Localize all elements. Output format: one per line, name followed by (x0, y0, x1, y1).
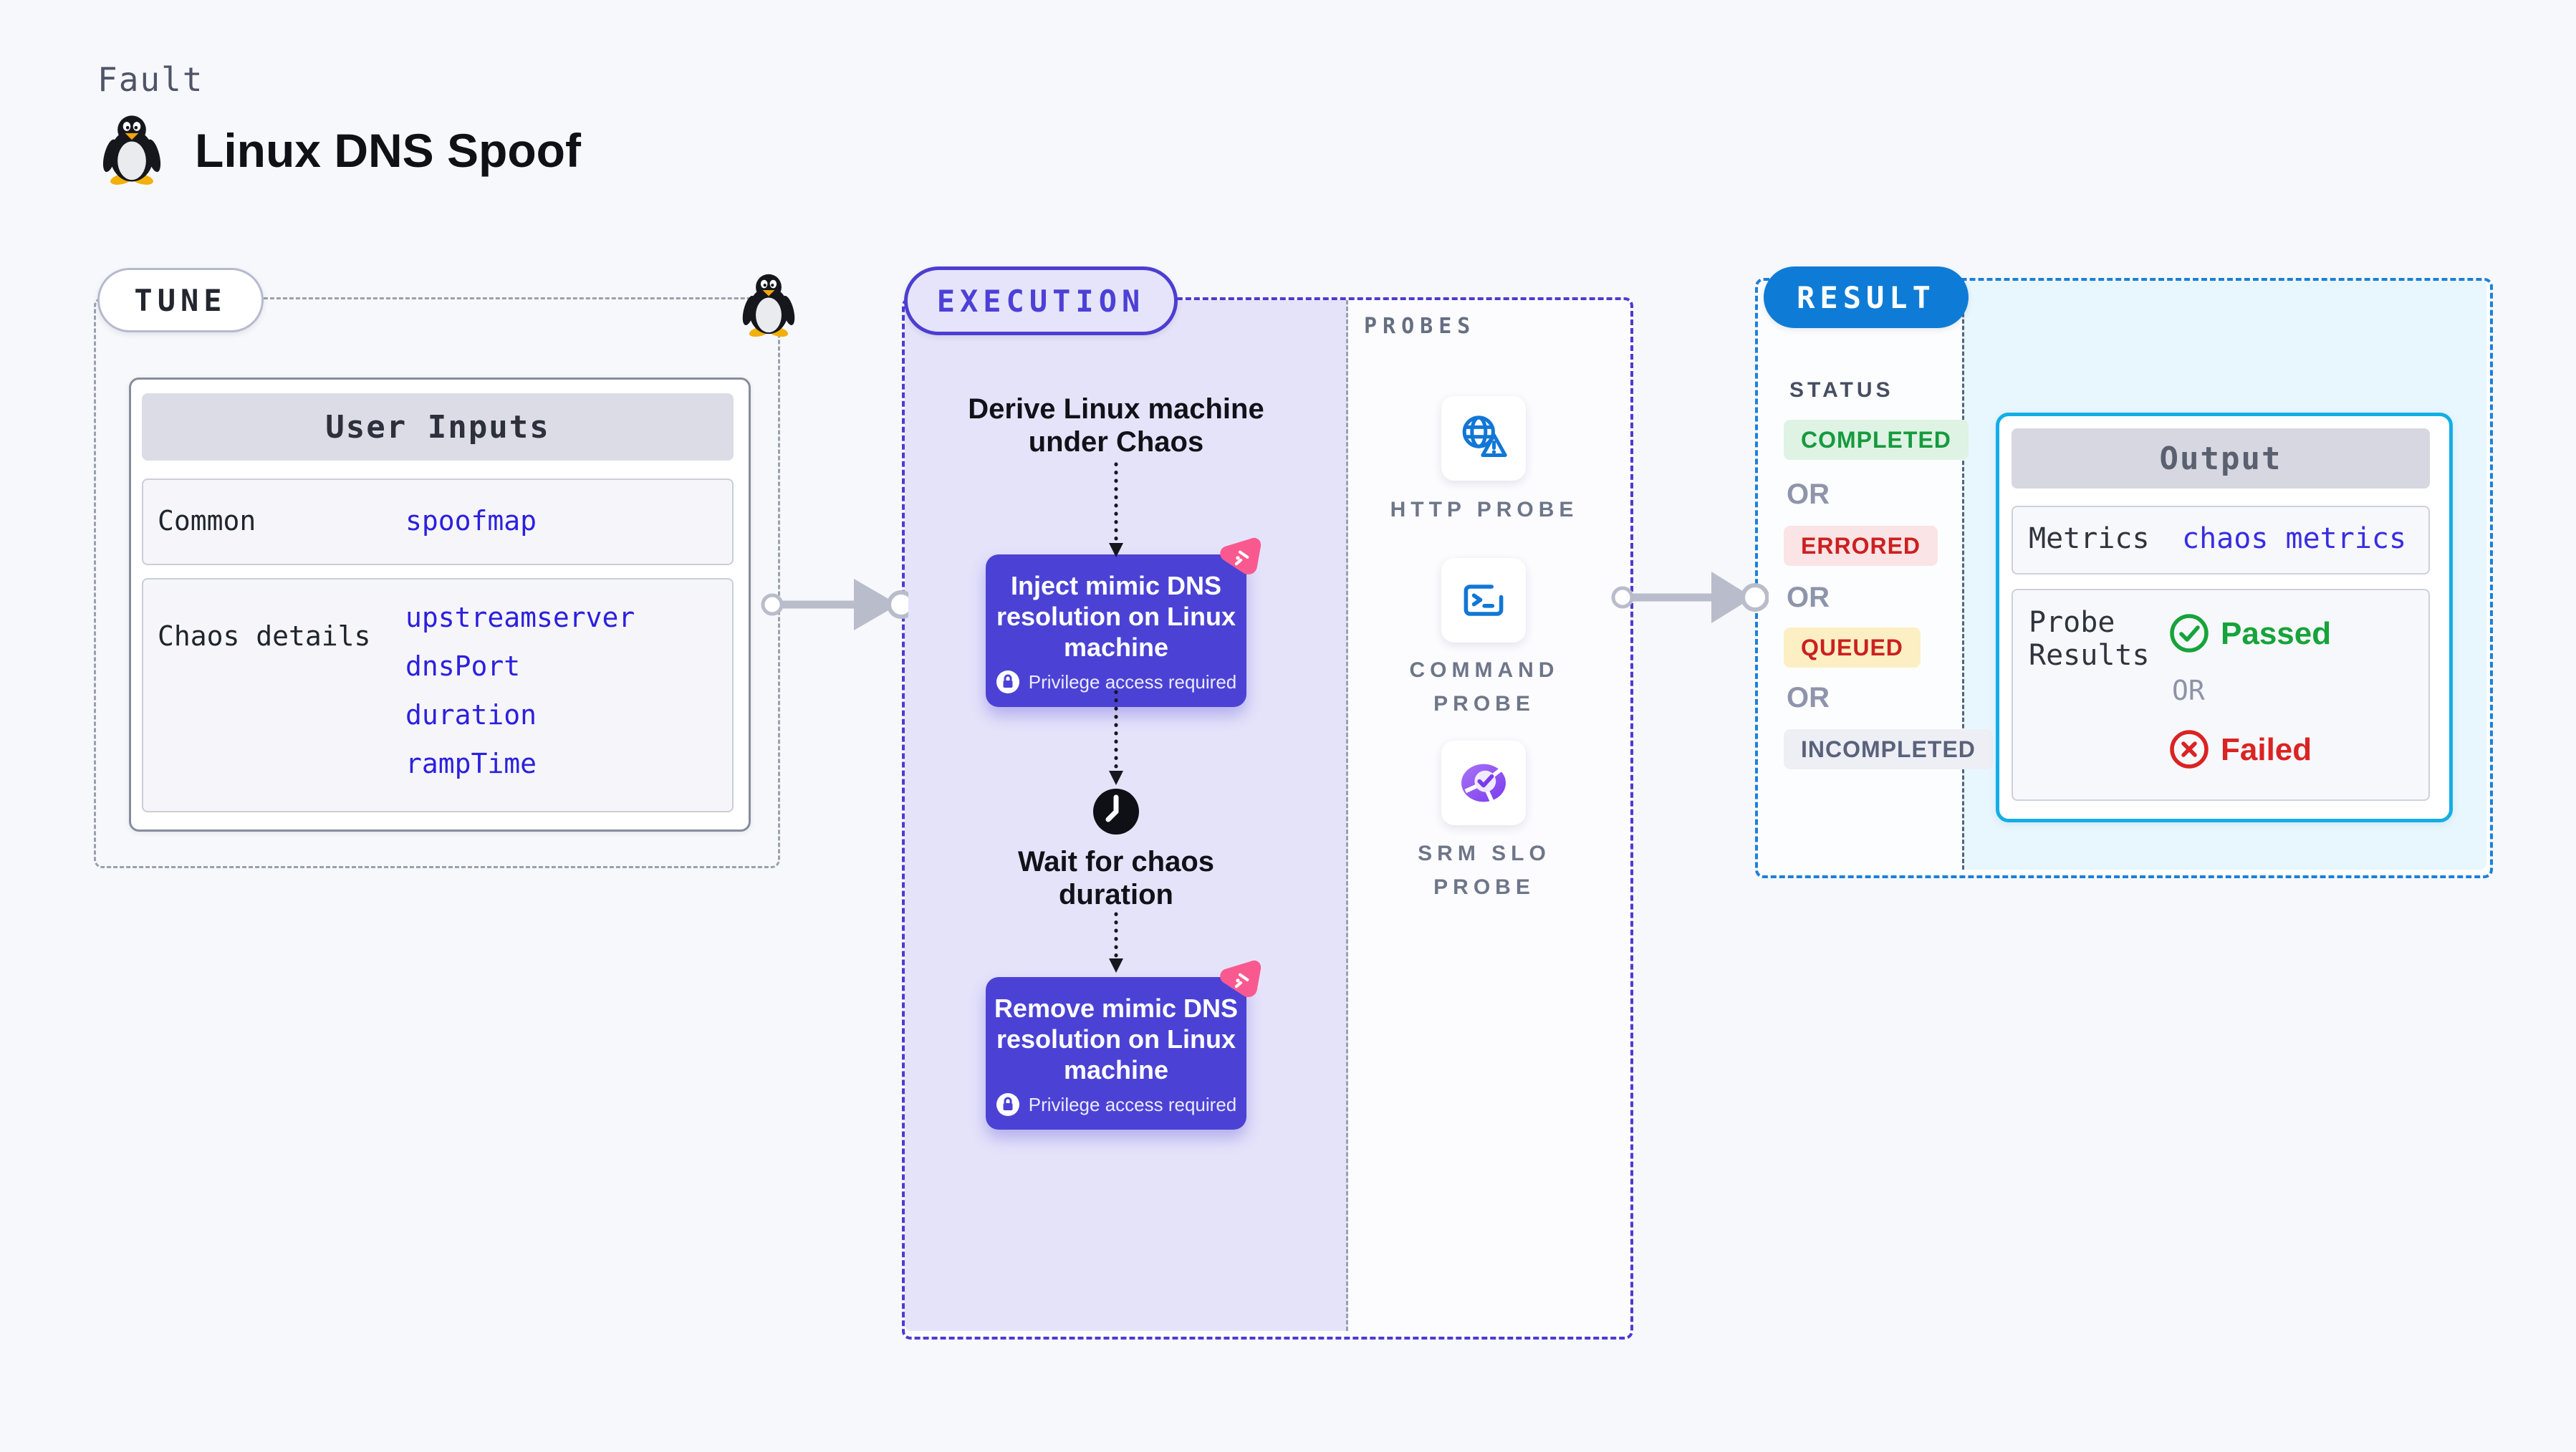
linux-penguin-icon (102, 115, 161, 185)
tune-section (94, 297, 780, 868)
flow-arrow-down-icon (1109, 912, 1123, 973)
flow-arrow-down-icon (1109, 690, 1123, 785)
tune-section-label: TUNE (97, 268, 264, 332)
user-inputs-title: User Inputs (142, 393, 734, 461)
privilege-note: Privilege access required (1028, 1093, 1237, 1115)
http-probe-label: HTTP PROBE (1390, 498, 1579, 521)
status-column-label: STATUS (1789, 378, 1894, 402)
privilege-note: Privilege access required (1028, 670, 1237, 693)
derive-step-text: Derive Linux machine under Chaos (968, 393, 1264, 458)
status-or-label: OR (1787, 582, 1830, 613)
user-inputs-row-common (142, 479, 734, 565)
globe-alert-icon (1462, 415, 1507, 457)
status-badge-errored: ERRORED (1784, 526, 1938, 566)
connector-arrow-execution-to-result (1611, 572, 1769, 623)
result-section-label: RESULT (1764, 266, 1969, 328)
fault-category-label: Fault (97, 60, 204, 99)
flow-arrow-down-icon (1109, 462, 1123, 557)
srm-slo-probe-label: SRM SLO PROBE (1418, 842, 1551, 899)
status-badge-completed: COMPLETED (1784, 420, 1969, 460)
status-or-label: OR (1787, 479, 1830, 510)
row-value-dnsport: dnsPort (405, 650, 521, 682)
chaos-hub-icon (1220, 960, 1261, 997)
metrics-row (2012, 506, 2430, 574)
probe-results-row (2012, 589, 2430, 801)
probe-results-label: Probe Results (2029, 606, 2150, 672)
status-badge-incompleted: INCOMPLETED (1784, 729, 1993, 769)
page-title: Linux DNS Spoof (195, 124, 581, 177)
x-circle-icon (2170, 730, 2209, 769)
lock-icon (996, 670, 1019, 693)
row-value-spoofmap: spoofmap (405, 504, 537, 537)
row-value-upstreamserver: upstreamserver (405, 602, 635, 633)
http-probe-card (1441, 396, 1526, 481)
status-or-label: OR (1787, 682, 1830, 713)
probe-result-or-label: OR (2172, 675, 2205, 706)
probe-result-failed: Failed (2221, 732, 2312, 767)
terminal-icon (1464, 585, 1504, 616)
status-badge-queued: QUEUED (1784, 628, 1921, 668)
command-probe-card (1441, 558, 1526, 643)
wait-step-text: Wait for chaos duration (1017, 846, 1215, 910)
probes-section-label: PROBES (1364, 314, 1476, 339)
chaos-hub-icon (1220, 537, 1261, 574)
output-card-title: Output (2012, 428, 2430, 489)
clock-icon (1093, 789, 1139, 835)
execution-section-label: EXECUTION (904, 266, 1178, 335)
inject-chaos-node: Inject mimic DNS resolution on Linux mac… (986, 554, 1246, 707)
remove-chaos-node: Remove mimic DNS resolution on Linux mac… (986, 977, 1246, 1130)
metrics-value: chaos metrics (2182, 522, 2407, 555)
check-circle-icon (2170, 614, 2209, 653)
row-label-chaos-details: Chaos details (158, 620, 371, 652)
user-inputs-row-chaos-details (142, 578, 734, 812)
probe-result-passed: Passed (2221, 616, 2332, 651)
command-probe-label: COMMAND PROBE (1409, 658, 1559, 716)
srm-slo-probe-card (1441, 741, 1526, 825)
row-value-ramptime: rampTime (405, 748, 537, 779)
row-value-duration: duration (405, 699, 537, 731)
lock-icon (996, 1093, 1019, 1116)
connector-arrow-tune-to-execution (761, 579, 908, 630)
metrics-label: Metrics (2029, 522, 2150, 555)
row-label-common: Common (158, 504, 256, 537)
linux-penguin-icon (742, 274, 795, 337)
slo-donut-icon (1461, 764, 1506, 802)
